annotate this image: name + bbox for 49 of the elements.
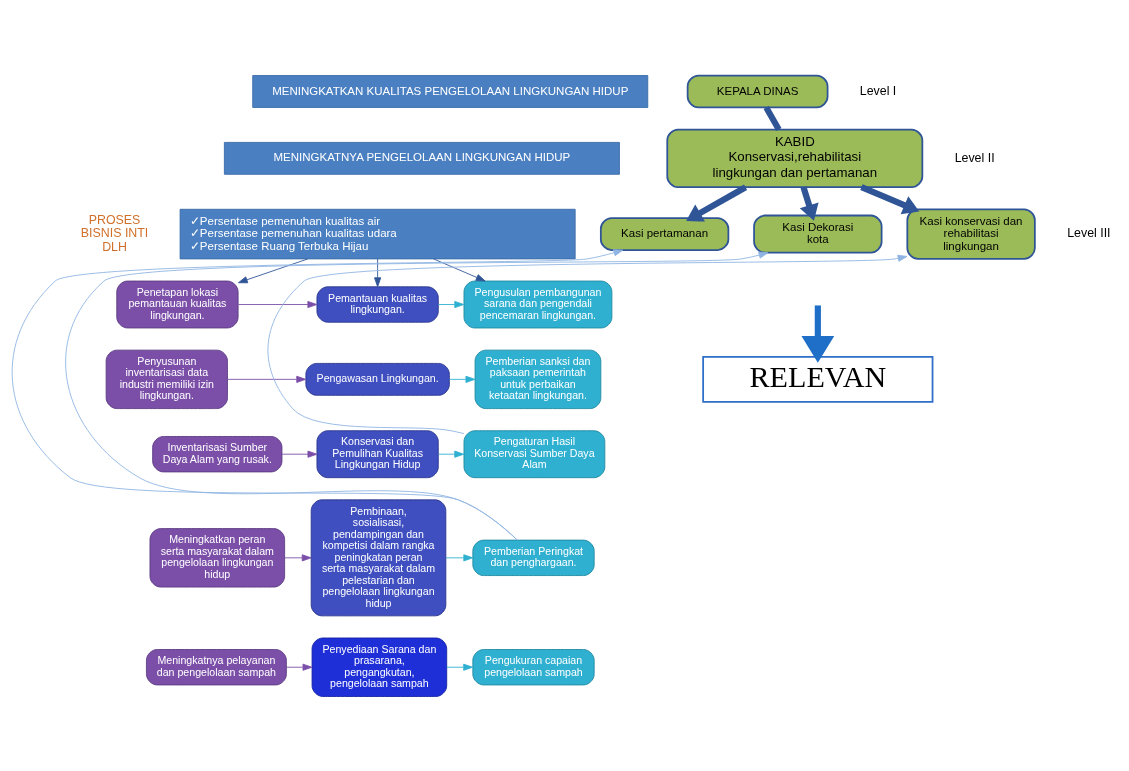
node-box: KEPALA DINAS <box>686 74 829 108</box>
node-box: Inventarisasi Sumber Daya Alam yang rusak. <box>152 435 283 472</box>
node-box: Kasi pertamanan <box>599 216 730 251</box>
arrow <box>227 375 307 383</box>
arrow <box>438 450 465 458</box>
node-box: Kasi konservasi dan rehabilitasi lingkungan <box>906 207 1036 260</box>
label: Level I <box>859 83 897 98</box>
arrow <box>860 183 920 214</box>
arrow <box>286 663 313 671</box>
arrow <box>11 248 624 540</box>
node-box: Pembinaan, sosialisasi, pendampingan dan kompetisi dalam rangka peningkatan peran serta masyarakat dalam pelestarian dan pengelolaan lingkungan hidup <box>310 498 447 616</box>
arrow <box>284 553 312 561</box>
node-box: Pengukuran capaian pengelolaan sampah <box>472 648 595 685</box>
arrow <box>374 258 382 287</box>
arrow <box>267 254 908 434</box>
arrow <box>437 300 465 308</box>
node-box: Pemantauan kualitas lingkungan. <box>316 285 439 323</box>
arrow <box>433 258 486 281</box>
node-box: Konservasi dan Pemulihan Kualitas Lingkungan Hidup <box>316 429 439 478</box>
node-box: RELEVAN <box>702 355 934 403</box>
node-box: Pengaturan Hasil Konservasi Sumber Daya Alam <box>463 429 606 478</box>
label: Level II <box>954 150 995 165</box>
node-box: Penyusunan inventarisasi data industri memiliki izin lingkungan. <box>105 349 228 409</box>
node-box: Penetapan lokasi pemantauan kualitas lingkungan. <box>116 280 239 328</box>
node-box: Kasi Dekorasi kota <box>753 214 883 254</box>
label: Level III <box>1067 225 1111 240</box>
arrow <box>237 258 309 283</box>
arrow <box>281 450 318 458</box>
node-box: Pemberian Peringkat dan penghargaan. <box>472 539 595 576</box>
arrow <box>799 185 819 221</box>
arrow <box>449 375 476 383</box>
node-box: Pengawasan Lingkungan. <box>305 362 450 396</box>
node-box: Pemberian sanksi dan paksaan pemerintah untuk perbaikan ketaatan lingkungan. <box>474 349 602 409</box>
node-box: Pengusulan pembangunan sarana dan pengendali pencemaran lingkungan. <box>463 280 613 328</box>
arrow <box>445 553 474 561</box>
node-box: Penyediaan Sarana dan prasarana, pengangkutan, pengelolaan sampah <box>311 637 448 697</box>
arrow <box>238 300 318 308</box>
node-box: KABID Konservasi,rehabilitasi lingkungan dan pertamanan <box>666 128 924 188</box>
arrow <box>686 184 748 222</box>
node-box: Meningkatkan peran serta masyarakat dalam pengelolaan lingkungan hidup <box>149 527 286 587</box>
connector <box>763 105 782 131</box>
node-box: MENINGKATNYA PENGELOLAAN LINGKUNGAN HIDUP <box>223 141 620 175</box>
node-box: ✓Persentase pemenuhan kualitas air ✓Persentase pemenuhan kualitas udara ✓Persentase Ruang Terbuka Hijau <box>179 208 576 259</box>
arrow <box>801 304 835 363</box>
node-box: MENINGKATKAN KUALITAS PENGELOLAAN LINGKUNGAN HIDUP <box>252 74 649 108</box>
node-box: Meningkatnya pelayanan dan pengelolaan sampah <box>146 648 287 685</box>
arrow <box>65 251 769 540</box>
label: PROSES BISNIS INTI DLH <box>80 212 149 254</box>
arrow <box>446 663 473 671</box>
